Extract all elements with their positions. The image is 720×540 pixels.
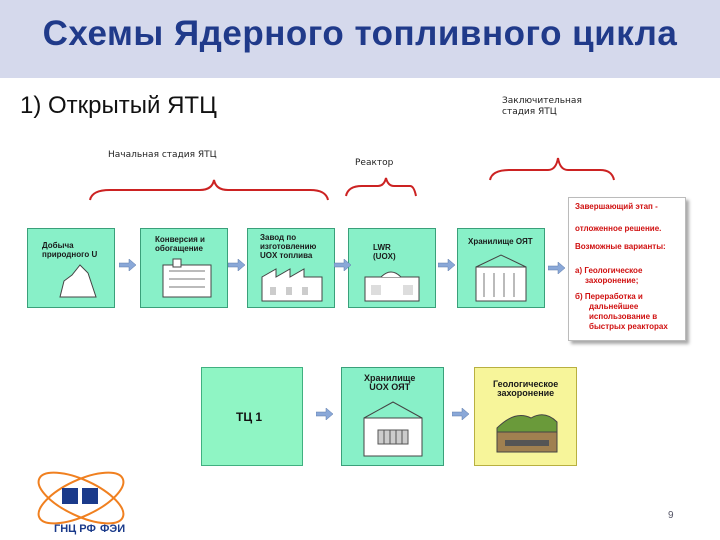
conversion-box: Конверсия и обогащение — [140, 228, 228, 308]
panel-line3: Возможные варианты: — [575, 242, 666, 251]
storage-label-line1: Хранилище ОЯТ — [468, 237, 533, 246]
reactor-box: LWR (UOX) — [348, 228, 436, 308]
fabrication-label-line1: Завод по — [260, 233, 297, 242]
final-stage-label-line2: стадия ЯТЦ — [502, 107, 557, 117]
mining-label-line2: природного U — [42, 250, 98, 259]
options-panel: Завершающий этап - отложенное решение. В… — [568, 197, 686, 341]
mining-box: Добыча природного U — [27, 228, 115, 308]
mining-label-line1: Добыча — [42, 241, 74, 250]
arrow-icon — [452, 408, 470, 420]
option-b-line1: б) Переработка и — [575, 292, 643, 301]
mine-icon — [59, 264, 97, 298]
uox-storage-line1: Хранилище — [364, 373, 416, 383]
svg-text:ГНЦ РФ: ГНЦ РФ — [54, 523, 96, 535]
arrow-icon — [228, 259, 246, 271]
tc1-box — [201, 367, 303, 466]
page-title: Схемы Ядерного топливного цикла — [42, 14, 678, 53]
tc1-label: ТЦ 1 — [236, 410, 263, 424]
option-b-line2: дальнейшее — [589, 302, 639, 311]
fabrication-label-line3: UOX топлива — [260, 251, 313, 260]
disposal-line1: Геологическое — [493, 379, 559, 389]
panel-option-b: б) Переработка и дальнейшее использовани… — [575, 292, 668, 332]
arrow-icon — [438, 259, 456, 271]
reactor-label: Реактор — [355, 158, 394, 168]
option-b-line4: быстрых реакторах — [589, 322, 668, 331]
reactor-label-line2: (UOX) — [373, 252, 396, 261]
arrow-icon — [548, 262, 566, 274]
uox-storage-line2: UOX ОЯТ — [369, 382, 411, 392]
uox-storage-box: Хранилище UOX ОЯТ — [341, 367, 444, 466]
initial-stage-brace — [89, 179, 329, 201]
initial-stage-label: Начальная стадия ЯТЦ — [108, 150, 217, 160]
svg-text:ФЭИ: ФЭИ — [100, 523, 125, 535]
page-number: 9 — [668, 510, 674, 521]
panel-option-a: а) Геологическое захоронение; — [575, 266, 642, 286]
final-stage-label-line1: Заключительная — [502, 96, 582, 106]
arrow-icon — [334, 259, 352, 271]
panel-line1: Завершающий этап - — [575, 202, 658, 211]
storage-facility-icon — [363, 401, 423, 457]
option-b-line3: использование в — [589, 312, 658, 321]
reactor-icon — [364, 271, 420, 302]
repository-icon — [496, 414, 558, 453]
final-stage-brace — [489, 157, 615, 181]
arrow-icon — [119, 259, 137, 271]
option-a-line2: захоронение; — [585, 276, 639, 285]
institute-logo: ГНЦ РФ ФЭИ — [37, 471, 125, 535]
conversion-label-line1: Конверсия и — [155, 235, 205, 244]
final-stage-label: Заключительная стадия ЯТЦ — [502, 96, 582, 118]
arrow-icon — [316, 408, 334, 420]
storage-facility-icon — [475, 254, 527, 302]
geological-disposal-box: Геологическое захоронение — [474, 367, 577, 466]
panel-line2: отложенное решение. — [575, 224, 662, 233]
title-bar — [0, 0, 720, 78]
conversion-plant-icon — [162, 258, 212, 298]
spent-fuel-storage-box: Хранилище ОЯТ — [457, 228, 545, 308]
option-a-line1: а) Геологическое — [575, 266, 643, 275]
subtitle: 1) Открытый ЯТЦ — [20, 92, 217, 119]
reactor-brace — [345, 177, 417, 197]
conversion-label-line2: обогащение — [155, 244, 203, 253]
reactor-label-line1: LWR — [373, 243, 391, 252]
fuel-fabrication-box: Завод по изготовлению UOX топлива — [247, 228, 335, 308]
disposal-line2: захоронение — [497, 388, 555, 398]
factory-icon — [261, 268, 323, 302]
fabrication-label-line2: изготовлению — [260, 242, 317, 251]
